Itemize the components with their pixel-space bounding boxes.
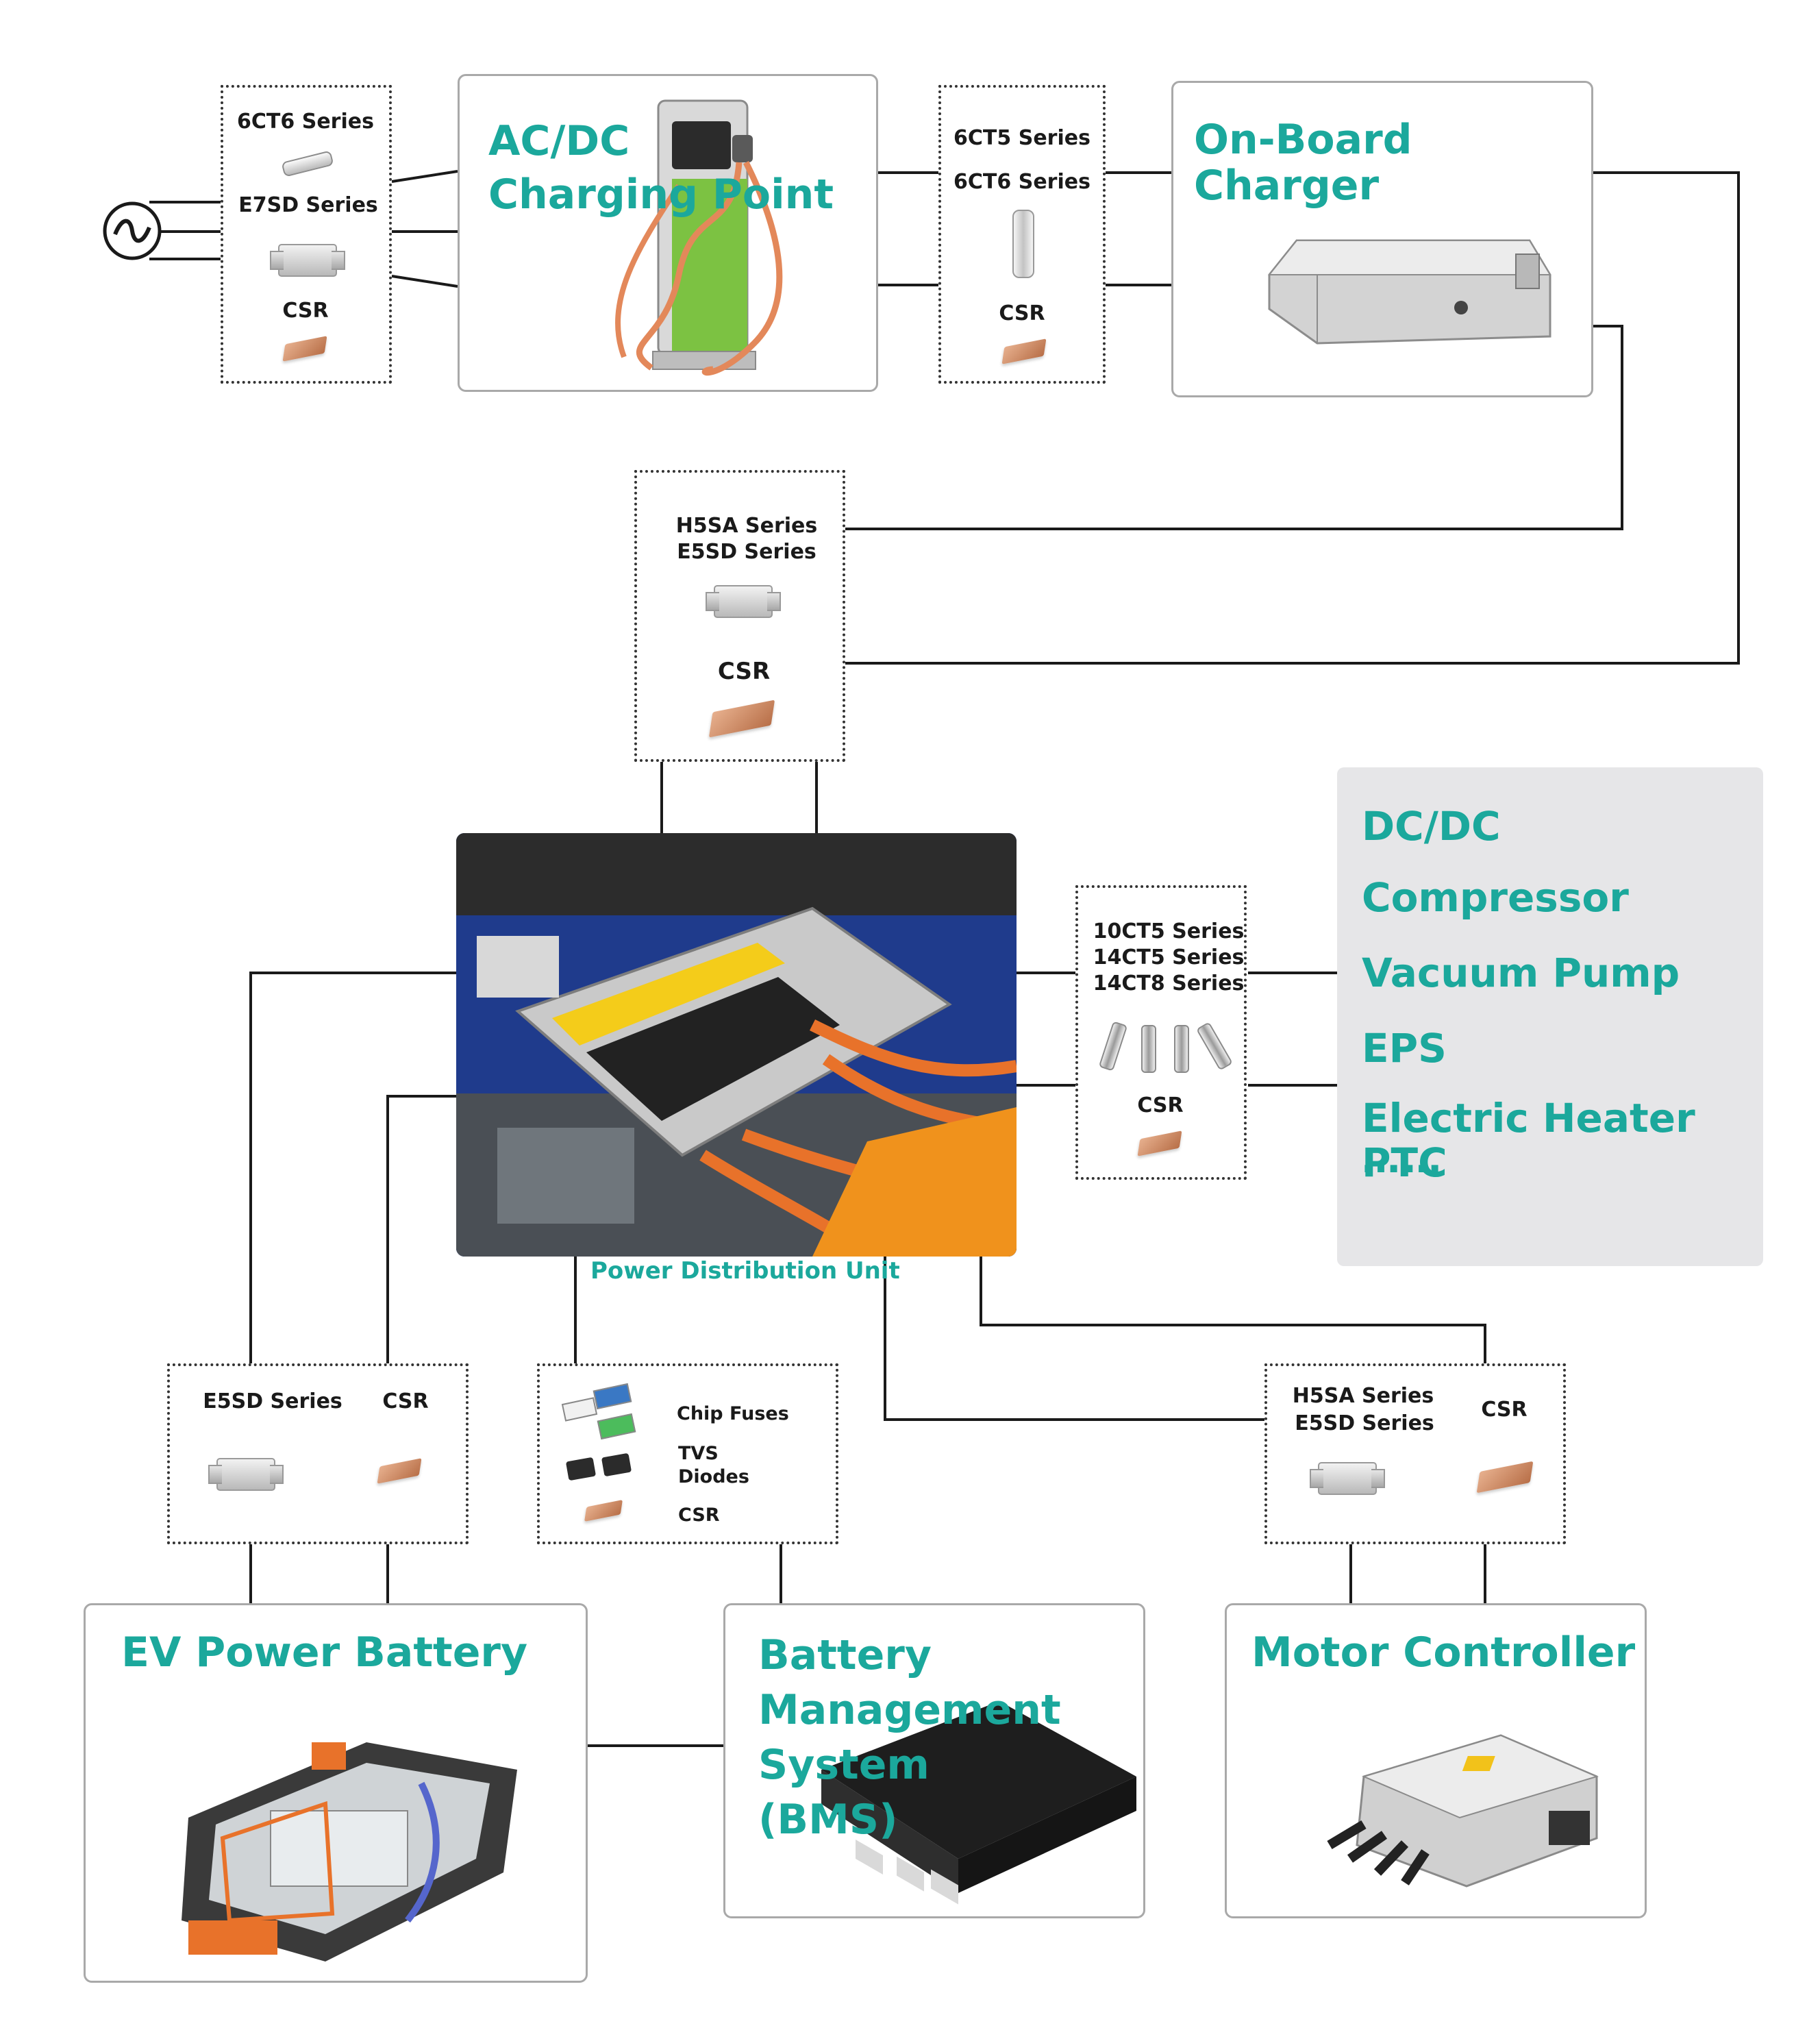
power-distribution-unit-image <box>456 833 1017 1257</box>
series-label: E5SD Series <box>203 1389 342 1413</box>
series-label: 14CT8 Series <box>1093 972 1245 995</box>
cartridge-fuse-icon <box>281 150 334 177</box>
plate-fuse-icon <box>270 244 345 277</box>
aux-load-ellipsis: …… <box>1362 1137 1444 1182</box>
wire <box>844 325 1623 530</box>
csr-label: CSR <box>1137 1093 1184 1117</box>
battery-pack-image <box>182 1742 517 1962</box>
bms-title-line3: System <box>758 1741 930 1789</box>
ac-source-icon <box>103 201 162 260</box>
bms-title-line4: (BMS) <box>758 1796 898 1844</box>
wire <box>884 1257 1267 1421</box>
wire <box>391 275 458 288</box>
aux-load-item: DC/DC <box>1362 803 1501 850</box>
csr-label: CSR <box>282 299 329 323</box>
aux-load-item: EPS <box>1362 1025 1447 1072</box>
chip-fuses-label: Chip Fuses <box>677 1403 789 1424</box>
ev-battery-title: EV Power Battery <box>121 1629 528 1677</box>
csr-label: CSR <box>1481 1398 1528 1422</box>
csr-resistor-icon <box>584 1500 623 1522</box>
chip-fuse-icon <box>561 1397 598 1422</box>
bolt-fuse-icon <box>1174 1025 1189 1073</box>
bms-panel: Battery Management System (BMS) <box>723 1603 1145 1918</box>
bms-title-line1: Battery <box>758 1631 932 1679</box>
bms-device-image <box>821 1701 1136 1905</box>
csr-resistor-icon <box>1001 338 1047 364</box>
wire <box>249 972 456 1363</box>
series-label: E5SD Series <box>677 540 816 564</box>
wire <box>844 171 1740 665</box>
wire <box>386 1095 456 1363</box>
tvs-label-line2: Diodes <box>678 1466 749 1487</box>
csr-label: CSR <box>678 1505 720 1526</box>
on-board-charger-panel: On-Board Charger <box>1171 81 1593 397</box>
on-board-charger-image <box>1267 239 1551 345</box>
motor-controller-image <box>1327 1734 1599 1888</box>
series-label: H5SA Series <box>1292 1384 1434 1408</box>
pdu-caption: Power Distribution Unit <box>590 1257 900 1285</box>
pdu-photo <box>456 833 1017 1257</box>
fuse-box-bms: Chip Fuses TVS Diodes CSR <box>537 1363 838 1544</box>
charging-point-title-line2: Charging Point <box>488 171 834 219</box>
csr-label: CSR <box>999 301 1045 325</box>
series-label: 6CT5 Series <box>953 126 1090 150</box>
fuse-box-aux: 10CT5 Series 14CT5 Series 14CT8 Series C… <box>1075 885 1247 1180</box>
tvs-label-line1: TVS <box>678 1443 719 1464</box>
aux-load-item: Compressor <box>1362 874 1629 921</box>
csr-resistor-icon <box>708 700 775 738</box>
series-label: 10CT5 Series <box>1093 919 1245 943</box>
chip-fuse-icon <box>593 1383 632 1410</box>
fuse-box-battery: E5SD Series CSR <box>167 1363 469 1544</box>
plate-fuse-icon <box>208 1458 284 1491</box>
csr-label: CSR <box>717 658 771 685</box>
plate-fuse-icon <box>706 585 781 618</box>
ev-power-battery-panel: EV Power Battery <box>84 1603 588 1983</box>
charging-point-title-line1: AC/DC <box>488 117 630 165</box>
aux-load-item: Vacuum Pump <box>1362 950 1680 996</box>
charging-station-image <box>615 99 783 376</box>
bolt-fuse-icon <box>1141 1025 1156 1073</box>
wire <box>391 170 458 183</box>
csr-resistor-icon <box>1476 1461 1534 1494</box>
aux-loads-panel: DC/DC Compressor Vacuum Pump EPS Electri… <box>1337 767 1763 1266</box>
on-board-charger-title: On-Board Charger <box>1194 116 1412 210</box>
fuse-box-charger: 6CT5 Series 6CT6 Series CSR <box>938 85 1106 384</box>
bolt-fuse-icon <box>1195 1022 1234 1071</box>
csr-label: CSR <box>382 1389 429 1413</box>
series-label: 6CT6 Series <box>953 170 1090 194</box>
bolt-fuse-icon <box>1098 1021 1128 1072</box>
tvs-diode-icon <box>565 1457 597 1481</box>
csr-resistor-icon <box>377 1458 422 1484</box>
series-label: 6CT6 Series <box>237 110 374 134</box>
chip-fuse-icon <box>597 1413 636 1440</box>
series-label: E7SD Series <box>238 193 378 217</box>
fuse-box-motor: H5SA Series E5SD Series CSR <box>1264 1363 1566 1544</box>
wire <box>980 1257 1486 1363</box>
series-label: E5SD Series <box>1295 1411 1434 1435</box>
tvs-diode-icon <box>601 1452 632 1477</box>
series-label: 14CT5 Series <box>1093 945 1245 969</box>
fuse-box-input: 6CT6 Series E7SD Series CSR <box>221 85 392 384</box>
plate-fuse-icon <box>1310 1462 1385 1495</box>
bms-title-line2: Management <box>758 1686 1061 1734</box>
motor-controller-panel: Motor Controller <box>1225 1603 1647 1918</box>
cartridge-fuse-icon <box>1012 210 1034 278</box>
aux-load-item: Electric Heater PTC <box>1362 1095 1695 1186</box>
charging-point-panel: AC/DC Charging Point <box>458 74 878 392</box>
motor-controller-title: Motor Controller <box>1251 1629 1636 1677</box>
csr-resistor-icon <box>282 336 327 362</box>
series-label: H5SA Series <box>675 514 818 538</box>
csr-resistor-icon <box>1137 1130 1182 1156</box>
fuse-box-obc: H5SA Series E5SD Series CSR <box>634 470 845 762</box>
